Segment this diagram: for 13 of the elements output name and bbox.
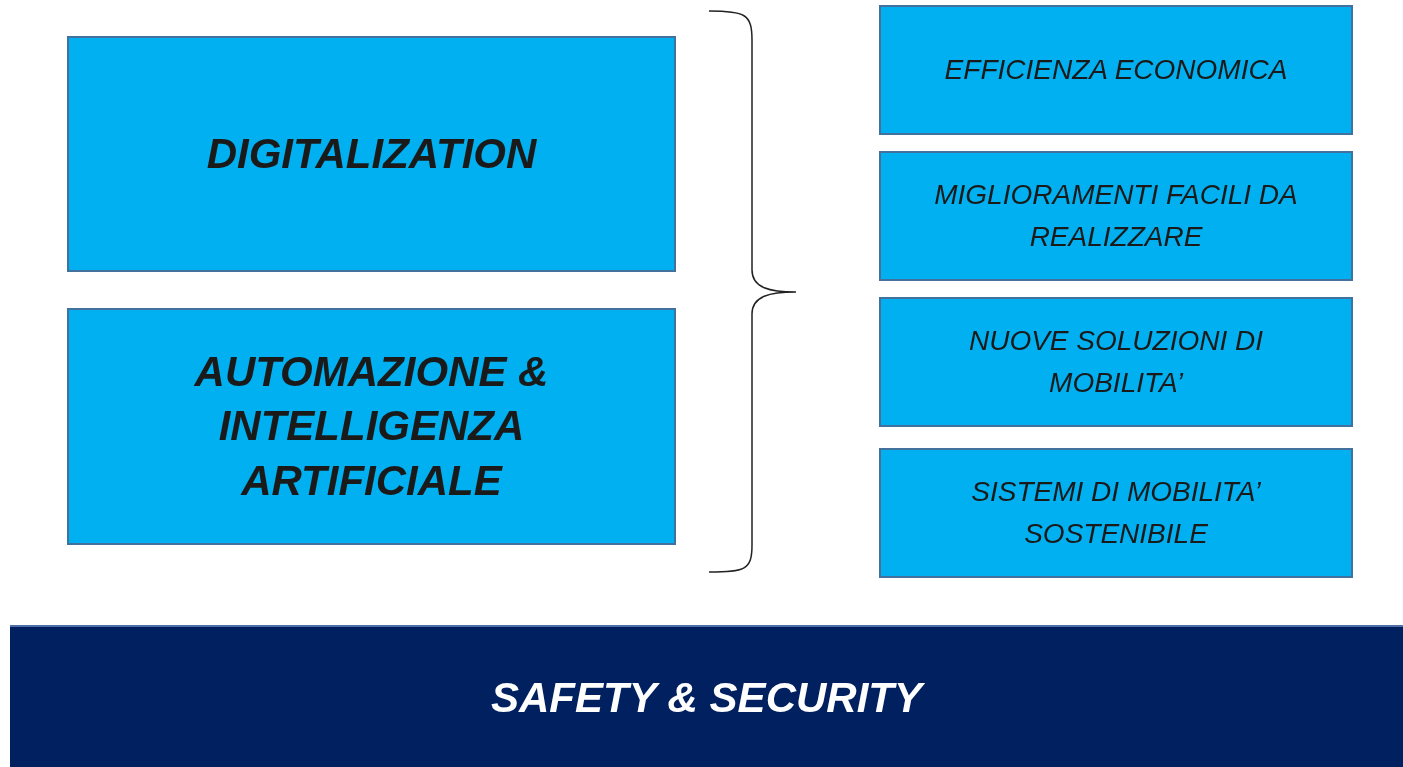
benefit-text: EFFICIENZA ECONOMICA <box>944 53 1288 87</box>
benefit-text: SISTEMI DI MOBILITA’ SOSTENIBILE <box>970 475 1262 551</box>
benefit-box <box>879 297 1353 427</box>
topic-title: AUTOMAZIONE & INTELLIGENZA ARTIFICIALE <box>193 346 550 506</box>
topic-box <box>67 308 676 545</box>
topic-title: DIGITALIZATION <box>206 128 537 179</box>
foundation-band <box>10 625 1403 767</box>
benefit-text: MIGLIORAMENTI FACILI DA REALIZZARE <box>933 178 1299 254</box>
benefit-text: NUOVE SOLUZIONI DI MOBILITA’ <box>967 324 1264 400</box>
benefit-box <box>879 448 1353 578</box>
benefit-box <box>879 151 1353 281</box>
benefit-box <box>879 5 1353 135</box>
topic-box <box>67 36 676 272</box>
